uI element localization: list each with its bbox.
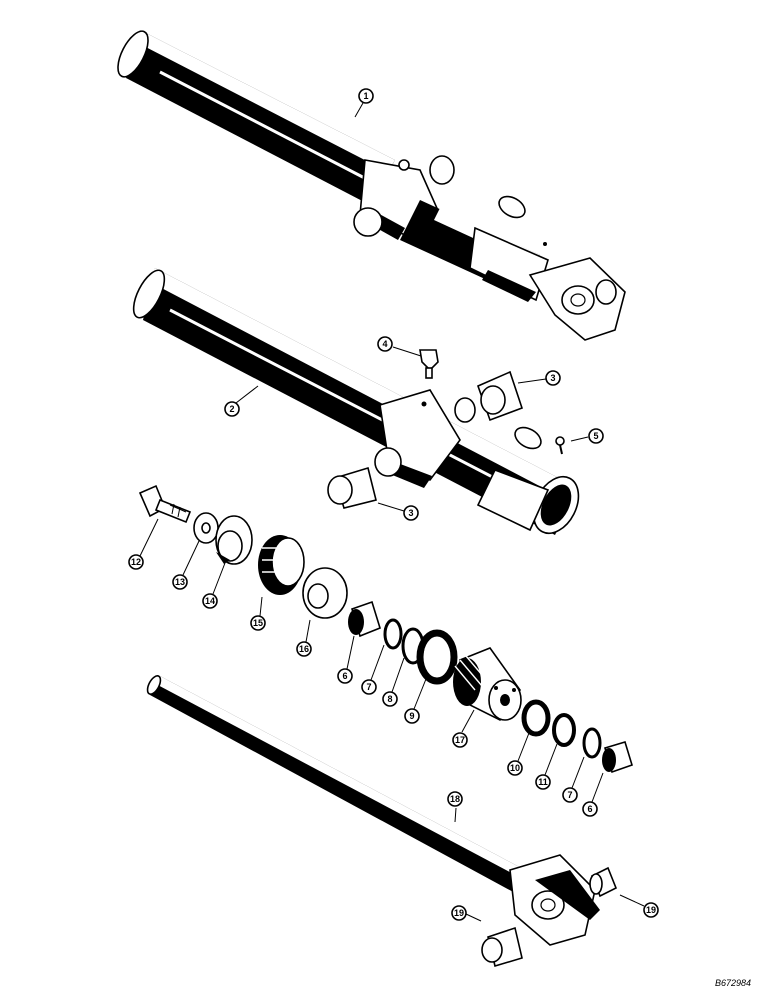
callout-6b: 6 — [582, 801, 598, 817]
svg-text:8: 8 — [387, 694, 392, 704]
callout-11: 11 — [535, 774, 551, 790]
piston-seal — [258, 535, 305, 595]
callout-5: 5 — [588, 428, 604, 444]
wear-ring-lower — [602, 741, 633, 774]
leader-lines — [139, 102, 645, 922]
rod-seal — [521, 699, 551, 737]
callout-19b: 19 — [451, 905, 467, 921]
callout-7: 7 — [361, 679, 377, 695]
callout-6: 6 — [337, 668, 353, 684]
grease-fitting — [419, 349, 439, 379]
o-ring-upper — [383, 618, 403, 650]
svg-text:14: 14 — [205, 596, 215, 606]
svg-text:4: 4 — [382, 339, 387, 349]
svg-text:3: 3 — [408, 508, 413, 518]
callout-14: 14 — [202, 593, 218, 609]
callout-10: 10 — [507, 760, 523, 776]
cylinder-assembly — [117, 30, 626, 341]
svg-text:7: 7 — [567, 790, 572, 800]
bolt — [138, 484, 192, 524]
callout-2: 2 — [224, 401, 240, 417]
callout-15: 15 — [250, 615, 266, 631]
svg-text:17: 17 — [455, 735, 465, 745]
svg-text:5: 5 — [593, 431, 598, 441]
callout-7b: 7 — [562, 787, 578, 803]
callout-1: 1 — [358, 88, 374, 104]
svg-text:10: 10 — [510, 763, 520, 773]
callout-3b: 3 — [403, 505, 419, 521]
callout-19: 19 — [643, 902, 659, 918]
svg-text:9: 9 — [409, 711, 414, 721]
set-screw — [555, 436, 565, 455]
bushing-lower — [327, 466, 377, 509]
wiper — [552, 713, 576, 747]
svg-text:12: 12 — [131, 557, 141, 567]
piston-plate — [302, 567, 348, 619]
svg-text:19: 19 — [454, 908, 464, 918]
callout-4: 4 — [377, 336, 393, 352]
callout-3: 3 — [545, 370, 561, 386]
washer — [193, 512, 219, 544]
svg-text:6: 6 — [342, 671, 347, 681]
cylinder-head — [453, 647, 522, 722]
o-ring-lower — [582, 727, 602, 759]
callout-16: 16 — [296, 641, 312, 657]
callout-13: 13 — [172, 574, 188, 590]
svg-text:11: 11 — [538, 777, 548, 787]
bushing-upper — [476, 370, 524, 422]
packing — [416, 629, 458, 685]
svg-text:13: 13 — [175, 577, 185, 587]
callout-8: 8 — [382, 691, 398, 707]
svg-text:7: 7 — [366, 682, 371, 692]
callouts: 1 2 3 4 5 3 12 13 — [128, 88, 659, 921]
svg-text:6: 6 — [587, 804, 592, 814]
svg-text:3: 3 — [550, 373, 555, 383]
callout-9: 9 — [404, 708, 420, 724]
barrel — [132, 268, 580, 535]
wear-ring-upper — [348, 600, 381, 638]
callout-17: 17 — [452, 732, 468, 748]
svg-text:1: 1 — [363, 91, 368, 101]
piston-rod — [146, 675, 618, 968]
svg-text:19: 19 — [646, 905, 656, 915]
assembly-barrel — [126, 30, 395, 205]
reference-code: B672984 — [715, 978, 751, 988]
svg-text:15: 15 — [253, 618, 263, 628]
callout-12: 12 — [128, 554, 144, 570]
piston-cap — [215, 515, 253, 565]
callout-18: 18 — [447, 791, 463, 807]
svg-text:2: 2 — [229, 404, 234, 414]
svg-text:16: 16 — [299, 644, 309, 654]
svg-text:18: 18 — [450, 794, 460, 804]
